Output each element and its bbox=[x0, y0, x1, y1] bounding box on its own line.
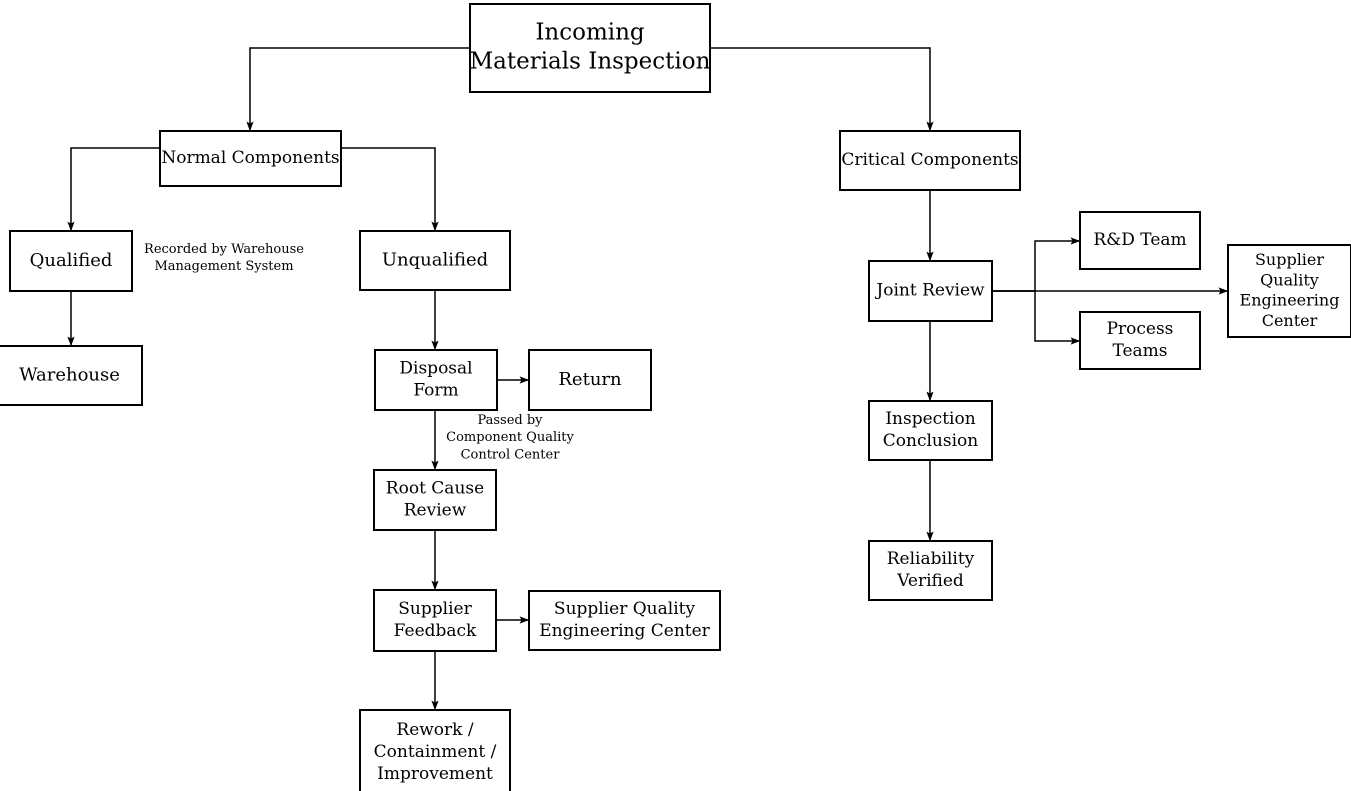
edge-label-passed-by-component-quality-control-center-line-2: Control Center bbox=[461, 447, 561, 462]
node-normal-components[interactable]: Normal Components bbox=[159, 130, 342, 187]
rd-team-box[interactable] bbox=[1079, 211, 1201, 270]
qualified-box[interactable] bbox=[9, 230, 133, 292]
disposal-form-box[interactable] bbox=[374, 349, 498, 411]
edge-incoming-to-normal-components bbox=[246, 47, 470, 132]
node-critical-components[interactable]: Critical Components bbox=[839, 130, 1021, 191]
return-box[interactable] bbox=[528, 349, 652, 411]
node-unqualified[interactable]: Unqualified bbox=[359, 230, 511, 291]
root-cause-review-label-line-0: Root Cause bbox=[386, 479, 484, 499]
return-label-line-0: Return bbox=[558, 369, 622, 390]
edge-incoming-to-critical-components bbox=[710, 47, 934, 132]
node-return[interactable]: Return bbox=[528, 349, 652, 411]
node-warehouse[interactable]: Warehouse bbox=[0, 345, 143, 406]
node-rd-team[interactable]: R&D Team bbox=[1079, 211, 1201, 270]
joint-review-label-line-0: Joint Review bbox=[874, 281, 985, 301]
reliability-verified-label-line-1: Verified bbox=[896, 571, 964, 591]
supplier-feedback-label-line-1: Feedback bbox=[394, 621, 477, 641]
node-joint-review[interactable]: Joint Review bbox=[868, 260, 993, 322]
root-cause-review-label-line-1: Review bbox=[404, 500, 467, 520]
rework-containment-improvement-label-line-0: Rework / bbox=[396, 720, 473, 740]
node-qualified[interactable]: Qualified bbox=[9, 230, 133, 292]
reliability-verified-box[interactable] bbox=[868, 540, 993, 601]
supplier-feedback-label-line-0: Supplier bbox=[398, 599, 472, 619]
supplier-quality-engineering-center-mid-label-line-0: Supplier Quality bbox=[554, 599, 696, 619]
critical-components-box[interactable] bbox=[839, 130, 1021, 191]
warehouse-label-line-0: Warehouse bbox=[19, 365, 120, 386]
rd-team-label-line-0: R&D Team bbox=[1093, 230, 1186, 250]
supplier-quality-engineering-center-right-box[interactable] bbox=[1227, 244, 1351, 338]
critical-components-label-line-0: Critical Components bbox=[841, 150, 1018, 170]
rework-containment-improvement-label-line-1: Containment / bbox=[374, 742, 497, 762]
inspection-conclusion-box[interactable] bbox=[868, 400, 993, 461]
edge-label-passed-by-component-quality-control-center-line-0: Passed by bbox=[477, 413, 543, 428]
process-teams-label-line-0: Process bbox=[1107, 319, 1174, 339]
inspection-conclusion-label-line-1: Conclusion bbox=[883, 431, 978, 451]
supplier-quality-engineering-center-right-label-line-2: Engineering bbox=[1240, 291, 1340, 310]
disposal-form-label-line-1: Form bbox=[413, 380, 458, 400]
unqualified-box[interactable] bbox=[359, 230, 511, 291]
joint-review-box[interactable] bbox=[868, 260, 993, 322]
qualified-label-line-0: Qualified bbox=[30, 250, 113, 271]
incoming-materials-inspection-label-line-1: Materials Inspection bbox=[470, 49, 711, 75]
supplier-feedback-box[interactable] bbox=[373, 589, 497, 652]
process-teams-box[interactable] bbox=[1079, 311, 1201, 370]
disposal-form-label-line-0: Disposal bbox=[399, 359, 472, 379]
rework-containment-improvement-box[interactable] bbox=[359, 709, 511, 791]
normal-components-box[interactable] bbox=[159, 130, 342, 187]
rework-containment-improvement-label-line-2: Improvement bbox=[377, 764, 493, 784]
inspection-conclusion-label-line-0: Inspection bbox=[885, 409, 975, 429]
supplier-quality-engineering-center-mid-box[interactable] bbox=[528, 590, 721, 651]
supplier-quality-engineering-center-right-label-line-0: Supplier bbox=[1255, 250, 1324, 269]
incoming-materials-inspection-box[interactable] bbox=[469, 3, 711, 93]
edge-joint-review-to-rd-team bbox=[992, 237, 1081, 292]
edge-joint-review-to-process-teams bbox=[992, 290, 1081, 345]
incoming-materials-inspection-label-line-0: Incoming bbox=[535, 19, 645, 45]
edge-normal-components-to-qualified bbox=[67, 147, 160, 232]
warehouse-box[interactable] bbox=[0, 345, 143, 406]
node-rework-containment-improvement[interactable]: Rework /Containment /Improvement bbox=[359, 709, 511, 791]
process-teams-label-line-1: Teams bbox=[1112, 341, 1167, 361]
supplier-quality-engineering-center-right-label-line-3: Center bbox=[1262, 311, 1318, 330]
edge-label-passed-by-component-quality-control-center-line-1: Component Quality bbox=[446, 430, 574, 445]
edge-label-recorded-by-warehouse-management-system-line-1: Management System bbox=[154, 259, 293, 274]
root-cause-review-box[interactable] bbox=[373, 469, 497, 531]
edges-layer bbox=[67, 47, 1229, 711]
supplier-quality-engineering-center-mid-label-line-1: Engineering Center bbox=[539, 621, 710, 641]
reliability-verified-label-line-0: Reliability bbox=[887, 549, 975, 569]
edge-normal-components-to-unqualified bbox=[341, 147, 439, 232]
supplier-quality-engineering-center-right-label-line-1: Quality bbox=[1260, 270, 1319, 289]
edge-label-recorded-by-warehouse-management-system-line-0: Recorded by Warehouse bbox=[144, 242, 304, 257]
unqualified-label-line-0: Unqualified bbox=[382, 250, 488, 271]
normal-components-label-line-0: Normal Components bbox=[161, 148, 339, 168]
